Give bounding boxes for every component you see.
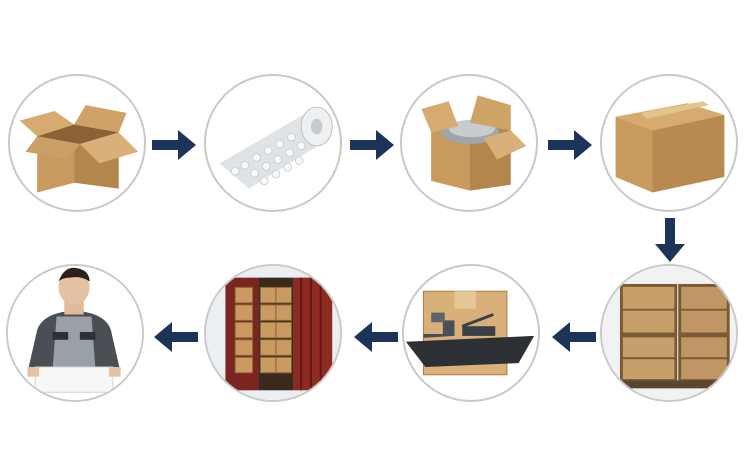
sealed-cardboard-box-icon — [615, 101, 725, 193]
box-with-bubble-wrap-icon — [421, 95, 527, 191]
arrow-left-2 — [354, 322, 398, 352]
arrow-right-3 — [548, 130, 592, 160]
arrow-left-icon — [354, 322, 398, 352]
arrow-left-icon — [154, 322, 198, 352]
arrow-right-1 — [152, 130, 196, 160]
shipping-container-icon — [206, 266, 340, 400]
step-bubble-wrap — [204, 74, 342, 212]
arrow-down-icon — [655, 218, 685, 262]
arrow-right-icon — [350, 130, 394, 160]
arrow-right-2 — [350, 130, 394, 160]
open-cardboard-box-icon — [19, 105, 139, 193]
arrow-left-icon — [552, 322, 596, 352]
delivery-man-with-package-icon — [8, 266, 142, 400]
step-shipping-container — [204, 264, 342, 402]
step-box-with-wrap — [400, 74, 538, 212]
step-wooden-crates — [600, 264, 738, 402]
arrow-down — [655, 218, 685, 262]
step-cargo-ship — [402, 264, 540, 402]
step-sealed-box — [600, 74, 738, 212]
arrow-left-1 — [552, 322, 596, 352]
arrow-right-icon — [548, 130, 592, 160]
arrow-left-3 — [154, 322, 198, 352]
arrow-right-icon — [152, 130, 196, 160]
step-open-box — [8, 74, 146, 212]
step-delivery — [6, 264, 144, 402]
cargo-ship-with-box-icon — [405, 290, 535, 376]
wooden-crates-on-pallet-icon — [602, 266, 736, 400]
bubble-wrap-roll-icon — [219, 106, 333, 189]
